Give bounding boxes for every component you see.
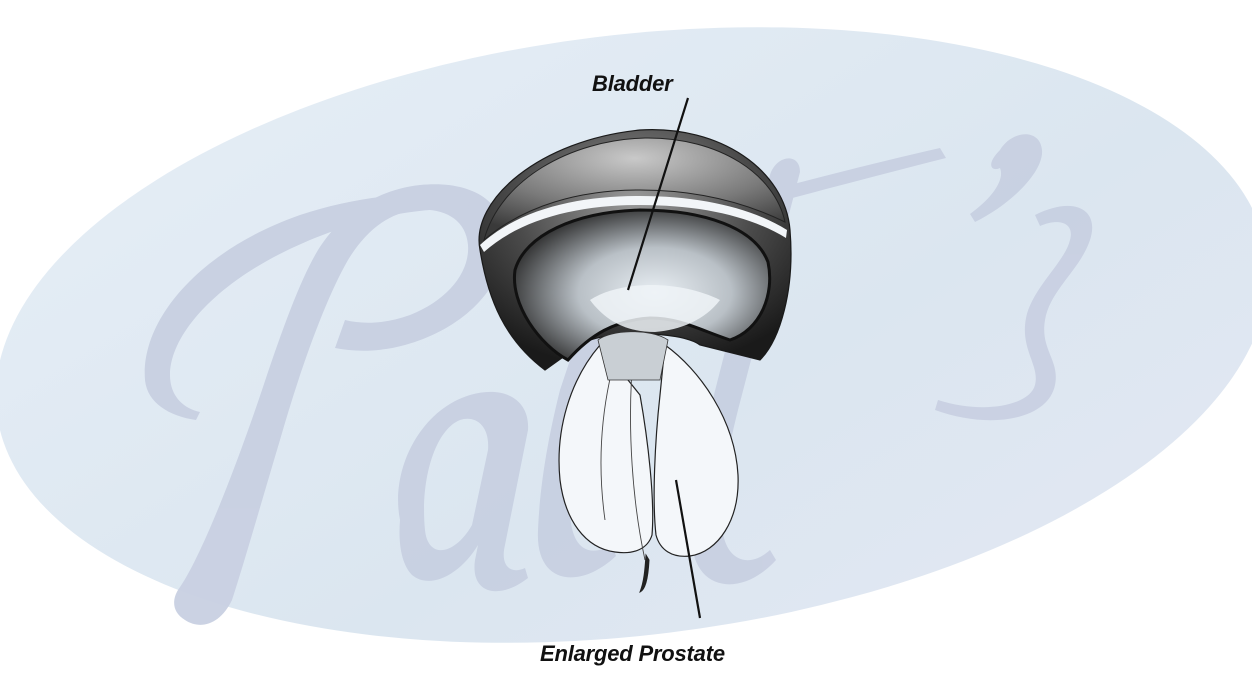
bladder-neck bbox=[598, 332, 668, 380]
enlarged-prostate-label: Enlarged Prostate bbox=[540, 641, 725, 667]
bladder-label: Bladder bbox=[592, 71, 673, 97]
